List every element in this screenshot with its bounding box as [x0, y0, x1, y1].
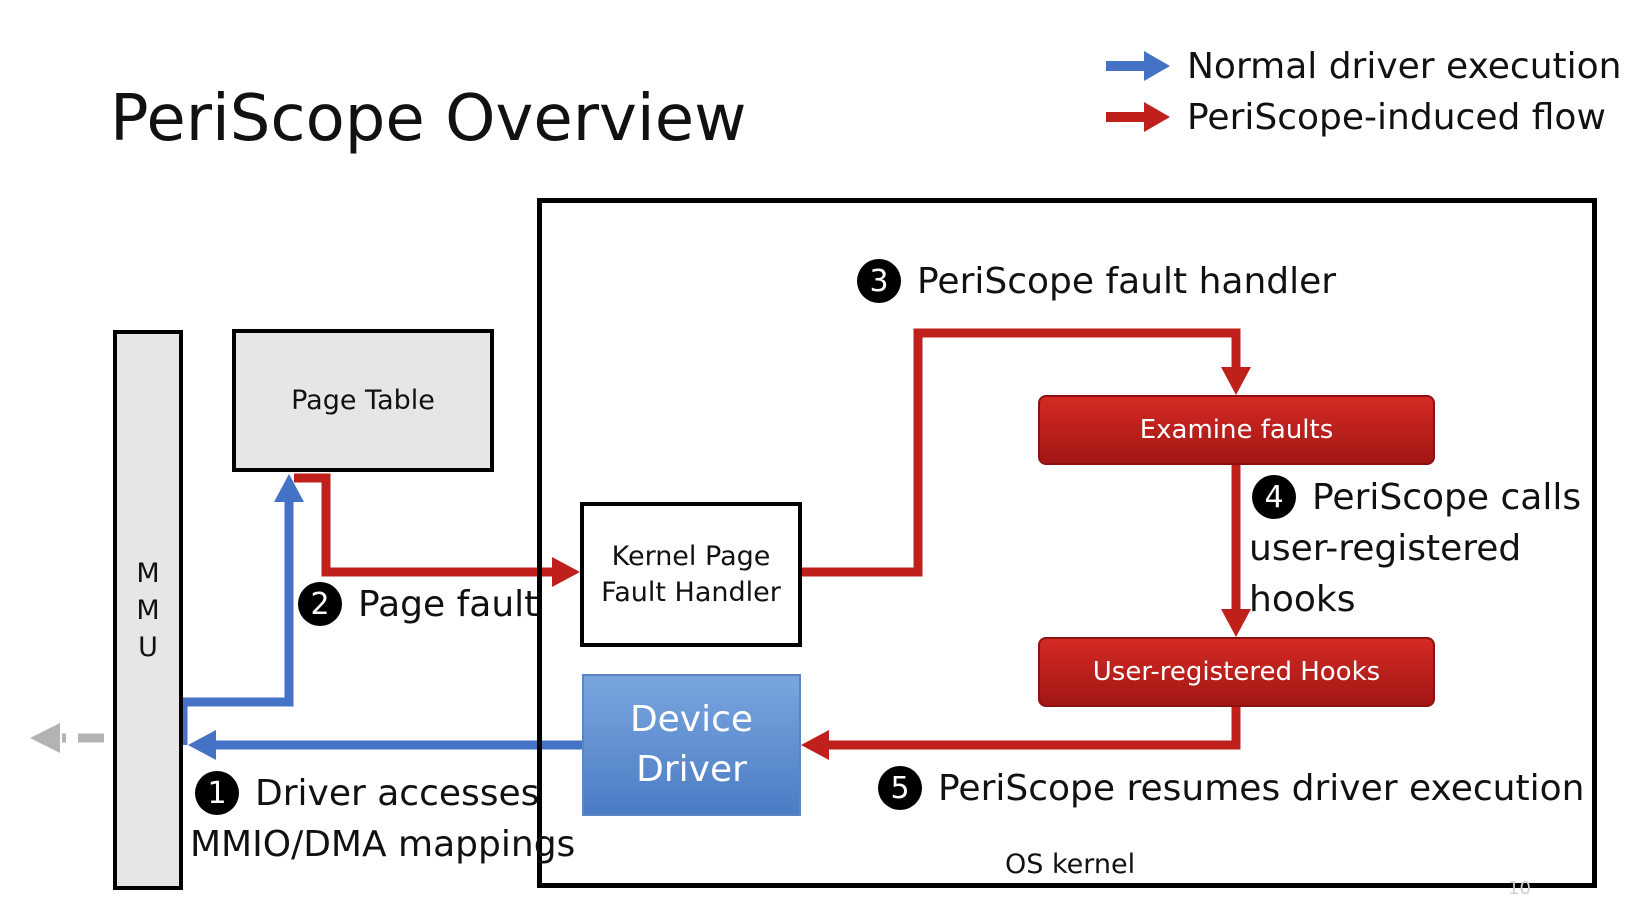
- step-5: 5 PeriScope resumes driver execution: [878, 766, 1584, 810]
- step-3-number: 3: [857, 259, 901, 303]
- os-kernel-label: OS kernel: [1005, 849, 1136, 880]
- step-2-number: 2: [298, 582, 342, 626]
- user-hooks-box: User-registered Hooks: [1038, 637, 1435, 707]
- step-1-text: Driver accesses MMIO/DMA mappings: [190, 773, 576, 865]
- step-5-number: 5: [878, 766, 922, 810]
- os-kernel-container: [537, 198, 1597, 888]
- step-1-number: 1: [195, 771, 239, 815]
- step-1: 1 Driver accesses MMIO/DMA mappings: [190, 768, 575, 870]
- slide-title: PeriScope Overview: [110, 82, 747, 156]
- step-4-text: PeriScope calls user-registered hooks: [1249, 477, 1582, 620]
- legend-normal-label: Normal driver execution: [1187, 46, 1622, 87]
- device-driver-box: Device Driver: [582, 674, 801, 816]
- blue-driver-to-mmu-arrow: [188, 730, 582, 760]
- examine-faults-label: Examine faults: [1139, 415, 1334, 445]
- blue-mmu-to-pagetable-arrow: [178, 474, 304, 745]
- red-pagefault-arrow: [294, 473, 580, 587]
- step-3-text: PeriScope fault handler: [917, 260, 1337, 302]
- step-4-number: 4: [1252, 475, 1296, 519]
- mmu-box: M M U: [113, 330, 183, 890]
- step-2: 2 Page fault: [298, 582, 538, 626]
- step-3: 3 PeriScope fault handler: [857, 259, 1336, 303]
- legend-induced-label: PeriScope-induced flow: [1187, 97, 1606, 138]
- legend-red-arrow: [1106, 102, 1170, 132]
- red-hooks-to-driver-arrow: [801, 707, 1241, 760]
- step-5-text: PeriScope resumes driver execution: [938, 767, 1585, 809]
- page-table-label: Page Table: [291, 385, 435, 416]
- step-4: 4 PeriScope calls user-registered hooks: [1249, 472, 1582, 625]
- examine-faults-box: Examine faults: [1038, 395, 1435, 465]
- user-hooks-label: User-registered Hooks: [1092, 657, 1381, 687]
- page-table-box: Page Table: [232, 329, 494, 472]
- red-handler-to-examine-arrow: [802, 328, 1251, 577]
- page-number: 10: [1508, 878, 1531, 899]
- legend-blue-arrow: [1106, 51, 1170, 81]
- kernel-page-fault-handler-box: Kernel Page Fault Handler: [580, 502, 802, 647]
- step-2-text: Page fault: [358, 583, 539, 625]
- red-examine-to-hooks-arrow: [1221, 465, 1251, 637]
- mmu-label: M M U: [136, 557, 160, 663]
